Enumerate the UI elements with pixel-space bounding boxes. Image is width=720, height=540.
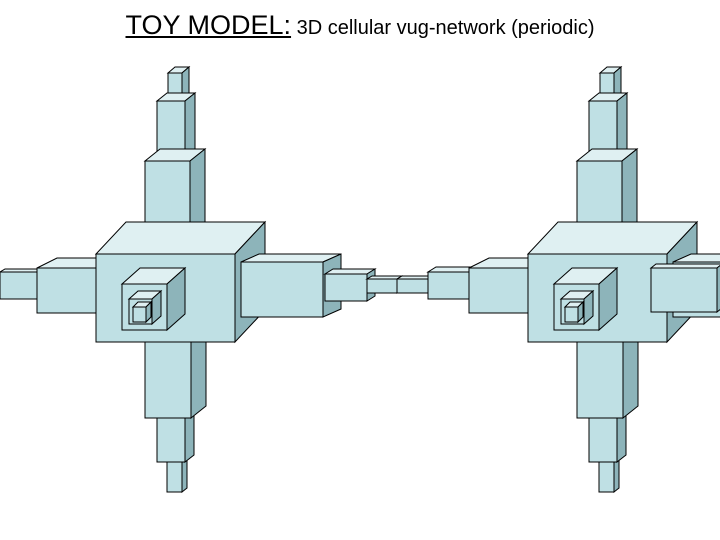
title-main: TOY MODEL: <box>125 10 292 40</box>
vug-cell-right-inner-cube-small <box>563 300 585 324</box>
vug-cell-right-down-arm-mid <box>587 409 628 464</box>
vug-cell-left-down-arm-mid <box>155 409 196 464</box>
slide-title: TOY MODEL: 3D cellular vug-network (peri… <box>0 10 720 41</box>
vug-cell-left-inner-cube-small <box>131 300 153 324</box>
far-right-stub <box>649 263 720 314</box>
vug-cell-right-down-arm-tip <box>597 456 621 494</box>
far-left-stub <box>0 268 44 300</box>
title-subtitle: 3D cellular vug-network (periodic) <box>291 17 595 39</box>
vug-cell-left-down-arm-tip <box>165 456 189 494</box>
vug-cell-left-right-arm-base <box>240 253 342 318</box>
